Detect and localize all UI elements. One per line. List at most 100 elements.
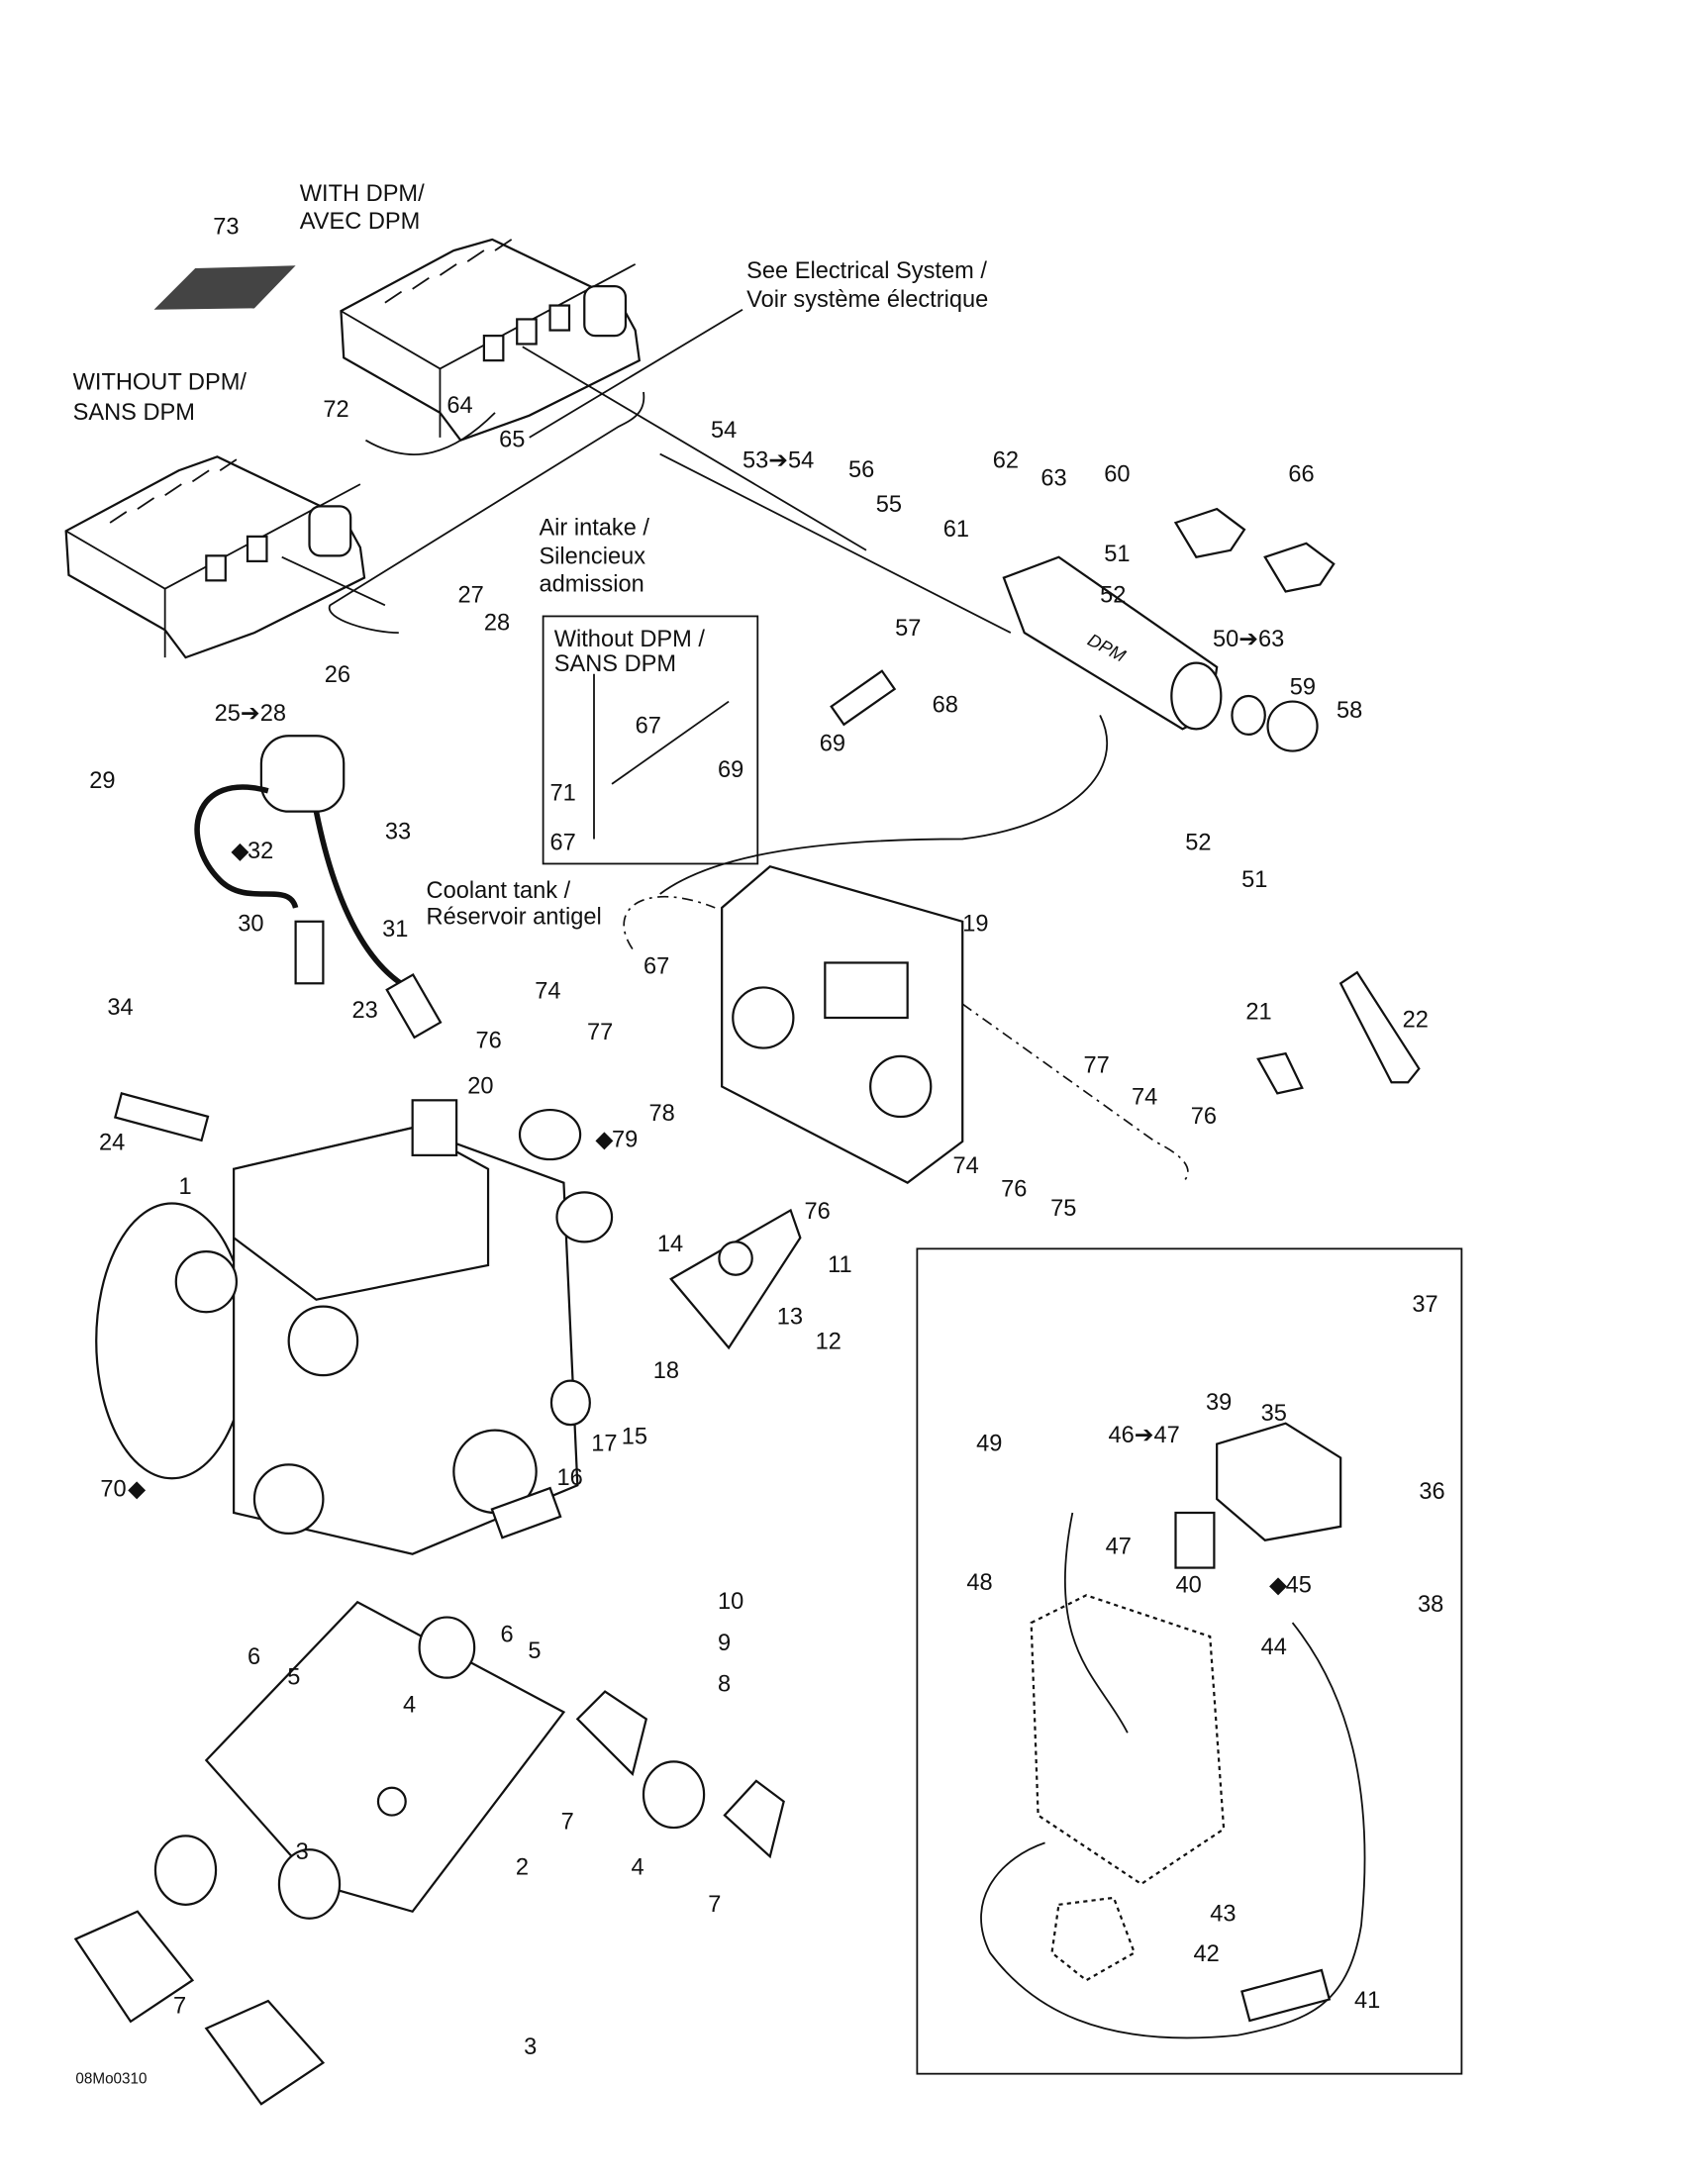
callout-13: 13 [777,1305,803,1331]
callout-32: 32 [248,839,273,864]
callout-34: 34 [107,995,133,1021]
callout-26: 26 [325,662,350,688]
clips-66 [1173,507,1336,593]
callout-52: 52 [1185,831,1211,856]
callout-10: 10 [718,1589,743,1615]
callout-67: 67 [644,954,669,980]
callout-57: 57 [895,616,921,642]
callout-70: 70 [100,1476,126,1502]
carburetor-assembly [623,715,1189,1184]
callout-5: 5 [528,1638,541,1664]
drop-icon: ◆ [595,1128,614,1153]
engine-block [95,1099,579,1555]
callout-76: 76 [1001,1177,1027,1203]
callout-30: 30 [238,912,263,938]
engine-mount-plate [73,1600,785,2106]
callout-27: 27 [458,583,484,609]
callout-16: 16 [557,1465,583,1491]
callout-40: 40 [1176,1573,1202,1599]
callout-64: 64 [446,393,472,419]
callout-50-to-63: 50➔63 [1213,627,1284,652]
svg-text:Coolant tank /: Coolant tank / [427,878,571,904]
callout-9: 9 [718,1631,731,1656]
wiring-harness [328,391,645,635]
callout-74: 74 [535,979,560,1005]
callout-2: 2 [516,1854,529,1880]
svg-text:AVEC DPM: AVEC DPM [300,209,421,235]
svg-text:SANS DPM: SANS DPM [554,651,676,677]
callout-58: 58 [1336,698,1362,724]
ignition-coil [194,735,443,1040]
callout-49: 49 [976,1432,1002,1457]
callout-47: 47 [1106,1535,1132,1560]
caption-see-electrical: See Electrical System / Voir système éle… [746,258,988,313]
caption-air-intake: Air intake / Silencieux admission [539,516,649,598]
throttle-sensor-inset [916,1247,1463,2075]
callout-4: 4 [632,1854,644,1880]
callout-51: 51 [1104,542,1130,567]
svg-text:WITHOUT DPM/: WITHOUT DPM/ [73,369,248,395]
callout-33: 33 [385,819,411,844]
callout-74: 74 [1132,1085,1157,1111]
callout-1: 1 [179,1174,192,1200]
svg-text:SANS DPM: SANS DPM [73,400,195,426]
callout-37: 37 [1412,1292,1437,1318]
callout-67: 67 [636,714,661,740]
callout-6: 6 [501,1623,514,1648]
callout-52: 52 [1100,583,1126,609]
callout-46-to-47: 46➔47 [1108,1423,1179,1448]
callout-62: 62 [993,447,1019,473]
callout-53-to-54: 53➔54 [742,447,814,473]
callout-28: 28 [484,610,510,636]
callout-68: 68 [933,693,958,719]
callout-6: 6 [248,1644,260,1670]
callout-66: 66 [1288,461,1314,487]
callout-24: 24 [99,1130,125,1155]
callout-69: 69 [718,757,743,783]
drawing-code: 08Mo0310 [75,2070,147,2087]
caption-coolant-tank: Coolant tank / Réservoir antigel [427,878,602,930]
callout-7: 7 [173,1994,186,2020]
caption-with-dpm: WITH DPM/ AVEC DPM [300,181,425,235]
callout-4: 4 [403,1692,416,1718]
callout-22: 22 [1403,1008,1429,1034]
callout-14: 14 [657,1232,683,1257]
callout-41: 41 [1354,1988,1380,2014]
connector-arrow [522,346,867,551]
bracket-21 [1256,1051,1304,1095]
callout-42: 42 [1194,1941,1220,1967]
callout-8: 8 [718,1672,731,1698]
callout-39: 39 [1206,1390,1232,1416]
callout-74: 74 [953,1153,979,1179]
callout-21: 21 [1245,999,1271,1025]
callout-18: 18 [653,1358,679,1384]
callout-67: 67 [550,831,576,856]
ecu-with-dpm [340,238,642,442]
callout-72: 72 [323,397,348,423]
dpm-manifold: DPM [659,452,1319,752]
callout-38: 38 [1418,1592,1443,1618]
label-24 [113,1092,210,1142]
callout-20: 20 [467,1073,493,1099]
callout-77: 77 [1083,1053,1109,1079]
callout-7: 7 [708,1892,721,1918]
svg-text:Silencieux: Silencieux [539,545,645,570]
callout-25-to-28: 25➔28 [215,701,286,727]
intake-parts [518,1108,802,1427]
drop-icon: ◆ [231,839,249,864]
callout-71: 71 [550,781,576,807]
callout-59: 59 [1290,675,1316,701]
callout-51: 51 [1241,867,1267,893]
callout-29: 29 [89,768,115,794]
callout-63: 63 [1040,466,1066,492]
svg-text:admission: admission [539,571,644,597]
callout-60: 60 [1104,461,1130,487]
callout-76: 76 [1191,1104,1217,1130]
ecu-without-dpm [64,455,366,659]
callout-79: 79 [612,1128,638,1153]
callout-48: 48 [966,1570,992,1596]
callout-61: 61 [943,517,969,543]
callout-3: 3 [524,2035,537,2060]
callout-43: 43 [1210,1902,1236,1928]
